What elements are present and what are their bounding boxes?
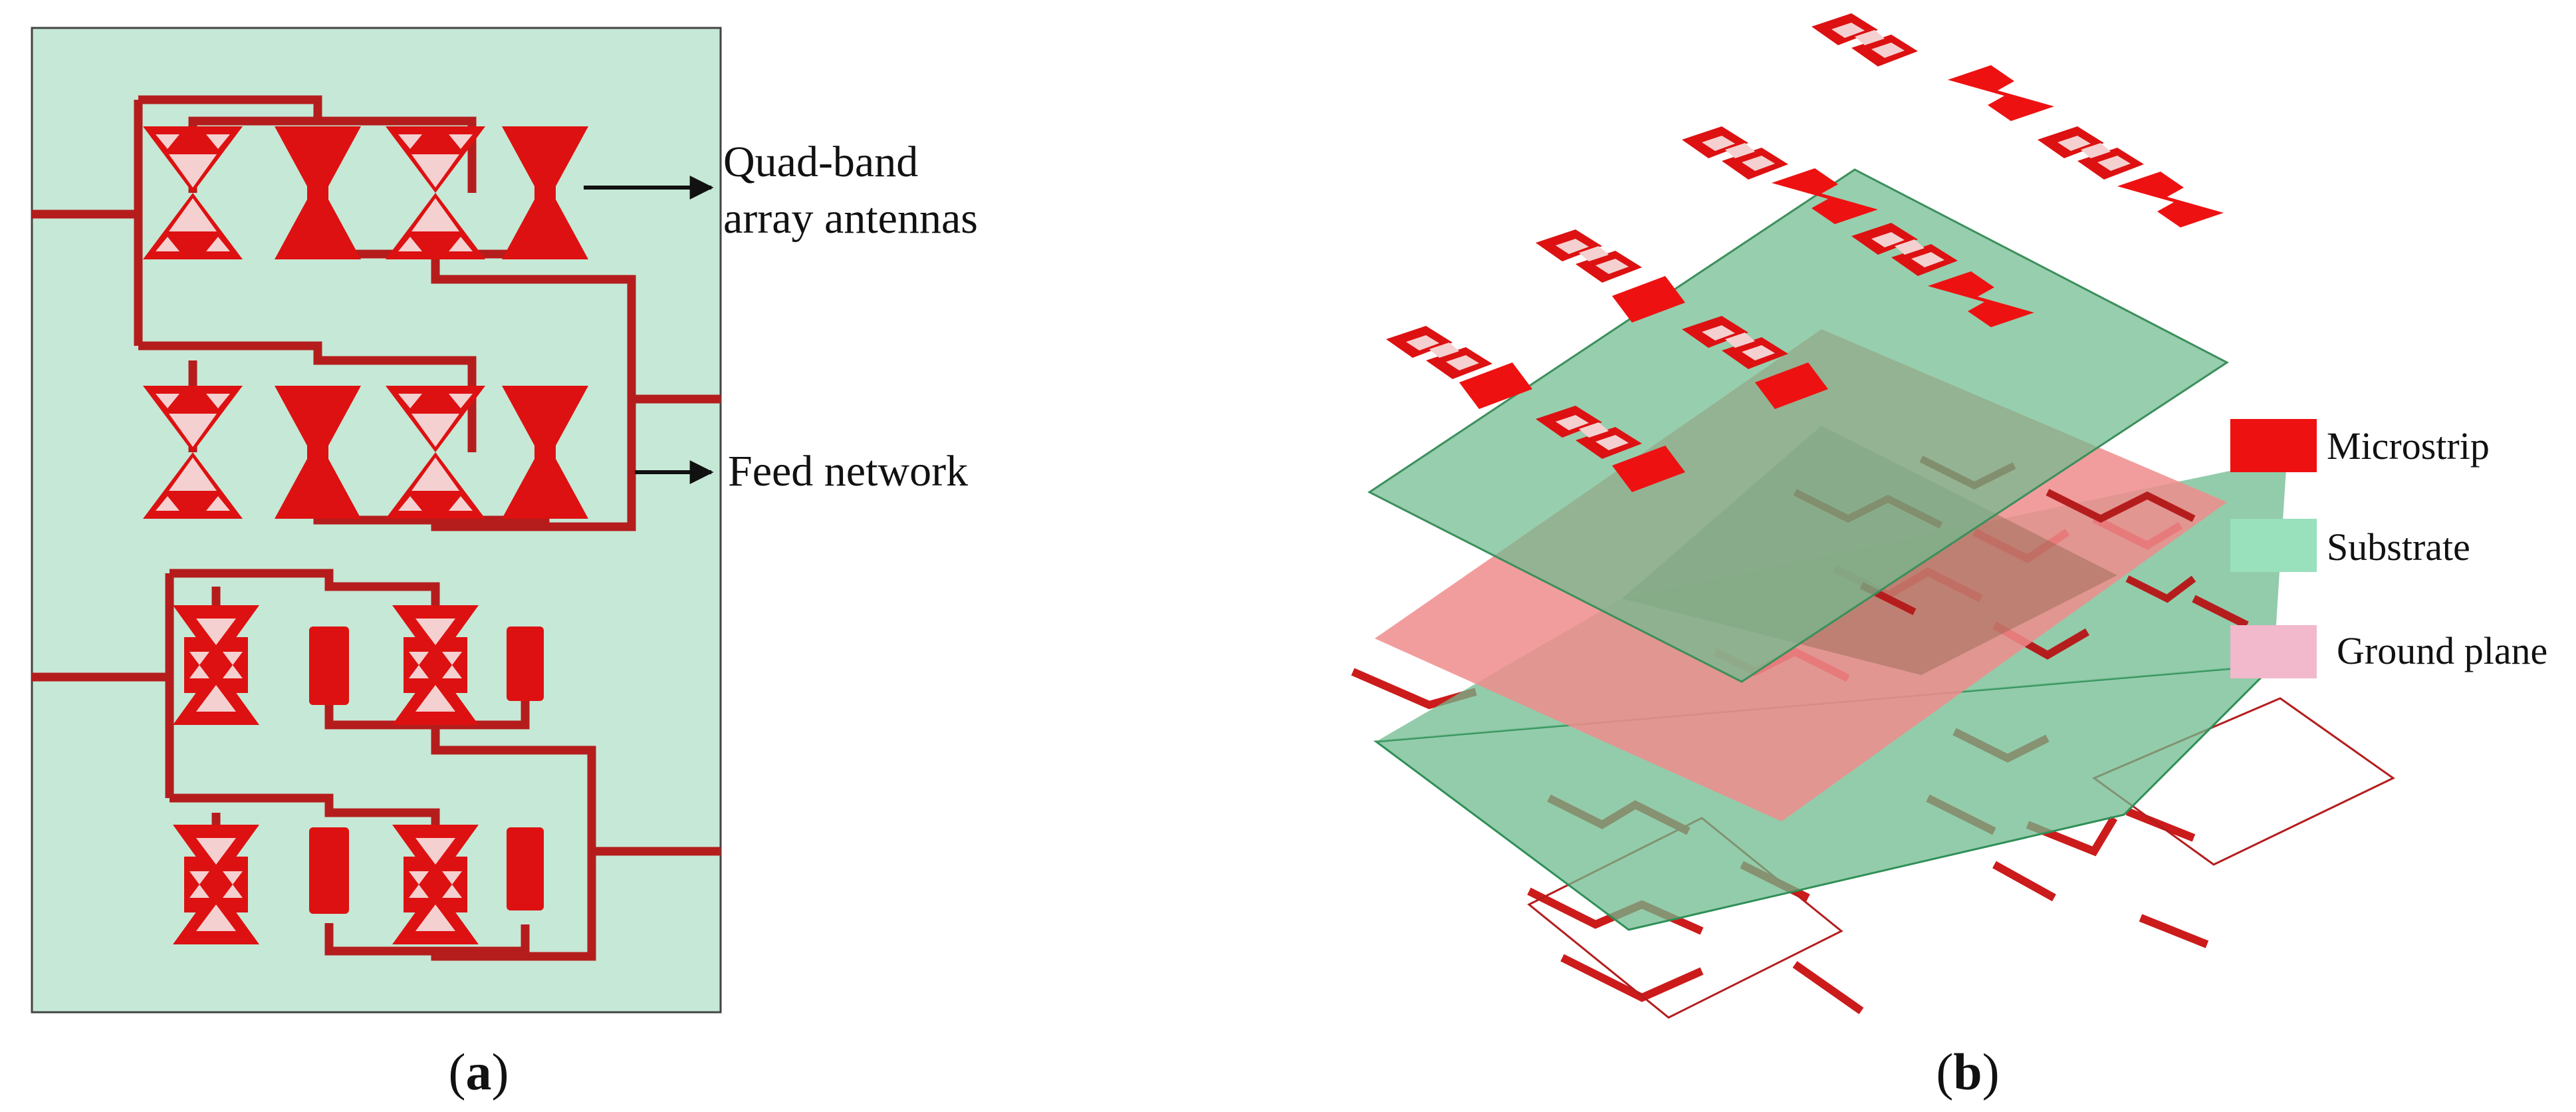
- iso-fractal-antenna: [1536, 229, 1642, 283]
- iso-fractal-antenna: [2038, 126, 2144, 180]
- fractal-antenna-small: [392, 825, 479, 944]
- panel-a: Quad-band array antennas Feed network (a…: [31, 27, 978, 1101]
- iso-fractal-antenna: [1682, 126, 1788, 180]
- fractal-antenna-small: [173, 825, 259, 944]
- caption-a: (a): [449, 1043, 509, 1101]
- substrate-layer-upper: [1367, 168, 2229, 683]
- legend-swatch-substrate: [2230, 519, 2317, 572]
- iso-bowtie-antenna: [2117, 172, 2224, 227]
- legend-label-substrate: Substrate: [2327, 525, 2470, 569]
- legend-swatch-microstrip: [2230, 419, 2317, 472]
- patch-antenna: [309, 626, 349, 705]
- legend-label-ground-plane: Ground plane: [2337, 629, 2547, 672]
- legend-swatch-ground-plane: [2230, 625, 2317, 678]
- legend-label-microstrip: Microstrip: [2327, 424, 2490, 468]
- fractal-antenna-small: [392, 605, 479, 725]
- feed-network-label: Feed network: [728, 447, 968, 495]
- iso-fractal-antenna: [1812, 13, 1918, 67]
- iso-fractal-antenna: [1386, 326, 1492, 379]
- callout-label-line-1: Quad-band: [723, 138, 918, 186]
- legend: Microstrip Substrate Ground plane: [2230, 419, 2547, 678]
- patch-antenna: [309, 827, 349, 914]
- caption-b: (b): [1936, 1043, 1999, 1101]
- patch-antenna: [507, 626, 544, 701]
- patch-antenna: [507, 827, 544, 910]
- fractal-antenna-small: [173, 605, 259, 725]
- iso-bowtie-antenna: [1948, 65, 2054, 121]
- callout-label-line-2: array antennas: [723, 194, 978, 243]
- panel-b: Microstrip Substrate Ground plane (b): [1351, 13, 2547, 1101]
